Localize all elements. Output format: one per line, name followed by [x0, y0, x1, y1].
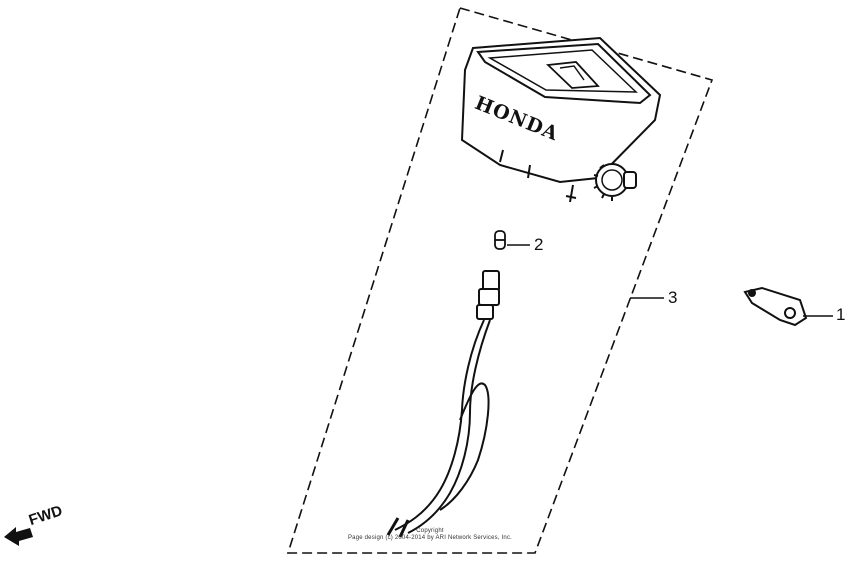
copyright-line-2: Page design (c) 2004-2014 by ARI Network…	[347, 534, 513, 541]
fwd-arrow-icon	[4, 527, 33, 546]
speedometer-housing	[460, 36, 662, 203]
callout-2: 2	[534, 235, 544, 254]
speedometer-cable	[386, 270, 500, 538]
copyright-notice: Copyright Page design (c) 2004-2014 by A…	[330, 528, 530, 542]
bulb-part	[494, 230, 506, 250]
callout-1: 1	[836, 305, 846, 324]
copyright-line-1: Copyright	[416, 528, 444, 534]
assembly-boundary	[286, 7, 714, 554]
callout-3: 3	[668, 288, 678, 307]
clamp-part	[743, 286, 808, 327]
